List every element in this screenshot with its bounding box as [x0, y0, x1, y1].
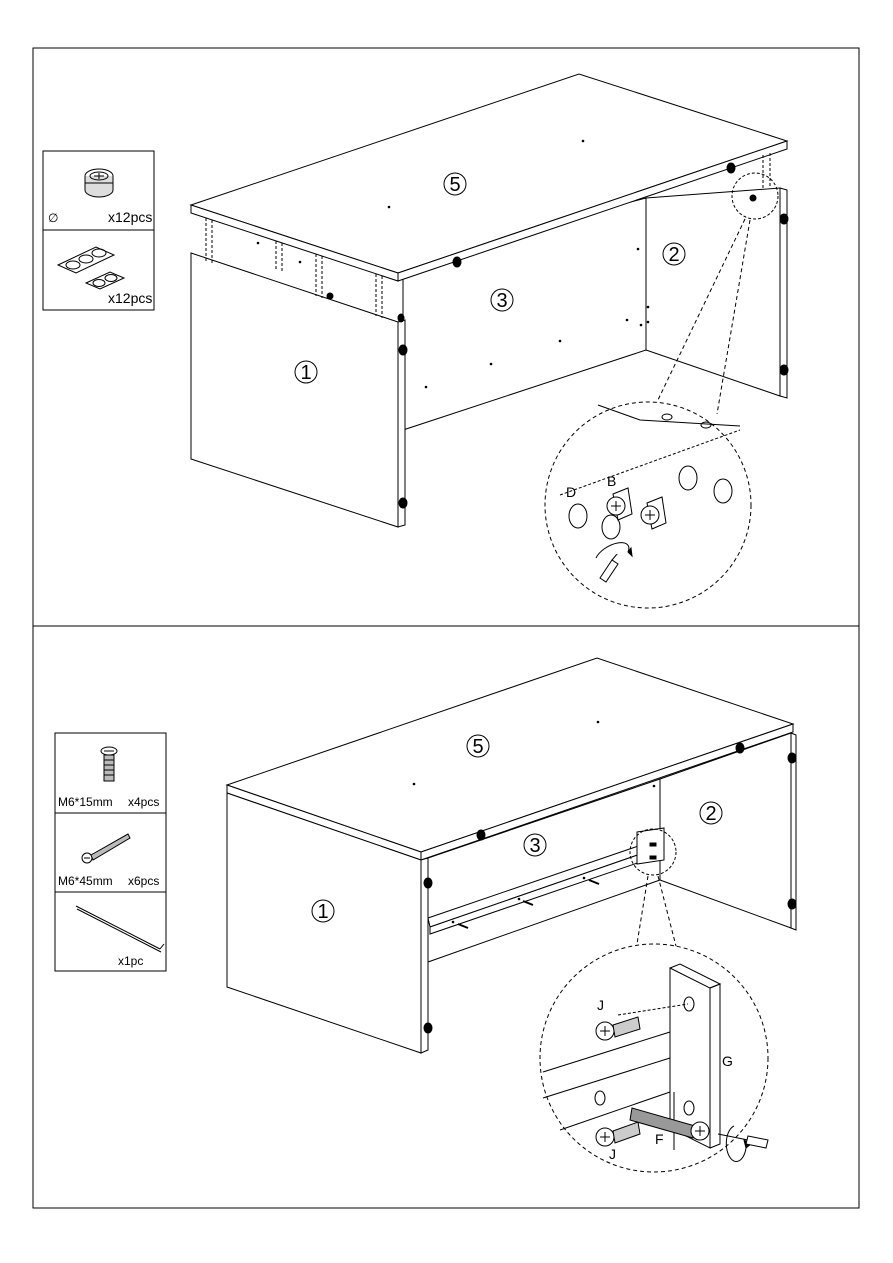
cam-lock-qty: x12pcs [108, 209, 152, 225]
screwdriver-icon [595, 542, 633, 583]
panel-number-3: 3 [496, 290, 507, 312]
step1-panel-numbers: 5 2 3 1 [294, 172, 686, 384]
detail-label-F: F [655, 1131, 664, 1147]
right-panel [645, 187, 781, 397]
detail-label-J-bottom: J [609, 1146, 616, 1162]
detail-label-D: D [566, 484, 576, 500]
cam-lock-icon [640, 496, 667, 530]
sticker-qty: x12pcs [108, 290, 152, 306]
panel-number-5: 5 [449, 174, 460, 196]
cam-lock-icon [84, 168, 114, 198]
screwdriver-icon [717, 1125, 769, 1163]
long-bolt-icon [81, 833, 131, 864]
step1-parts-box: ∅ x12pcs x12pcs [42, 150, 155, 311]
step2-desk-drawing [225, 657, 797, 1054]
detail-label-J-top: J [597, 997, 604, 1013]
short-bolt-icon [595, 1016, 641, 1041]
allen-key-qty: x1pc [118, 954, 143, 968]
callout-circle-small [731, 172, 779, 220]
panel-number-5: 5 [472, 736, 483, 758]
step1-desk-drawing [189, 73, 789, 528]
step2-parts-box: M6*15mm x4pcs M6*45mm x6pcs x1pc [54, 732, 167, 972]
panel-number-1: 1 [317, 901, 328, 923]
short-bolt-icon [595, 1121, 641, 1147]
diameter-symbol: ∅ [48, 211, 58, 225]
short-bolt-qty: x4pcs [128, 795, 159, 809]
cam-lock-icon [606, 487, 633, 521]
step2-frame [32, 625, 860, 1209]
long-bolt-icon [629, 1107, 710, 1141]
callout-circle-small [629, 828, 677, 876]
short-bolt-size: M6*15mm [58, 795, 113, 809]
panel-number-2: 2 [668, 244, 679, 266]
detail-label-G: G [722, 1053, 733, 1069]
long-bolt-qty: x6pcs [128, 874, 159, 888]
panel-number-1: 1 [300, 362, 311, 384]
step2-panel-numbers: 5 2 3 1 [311, 734, 723, 923]
step2-detail-view [539, 943, 769, 1173]
left-panel [190, 252, 399, 528]
cover-sticker-icon [56, 246, 126, 290]
long-bolt-size: M6*45mm [58, 874, 113, 888]
allen-key-icon [75, 905, 165, 953]
short-bolt-icon [100, 746, 118, 782]
panel-number-2: 2 [705, 803, 716, 825]
panel-number-3: 3 [529, 835, 540, 857]
detail-label-B: B [607, 473, 616, 489]
step1-detail-view [544, 401, 752, 609]
